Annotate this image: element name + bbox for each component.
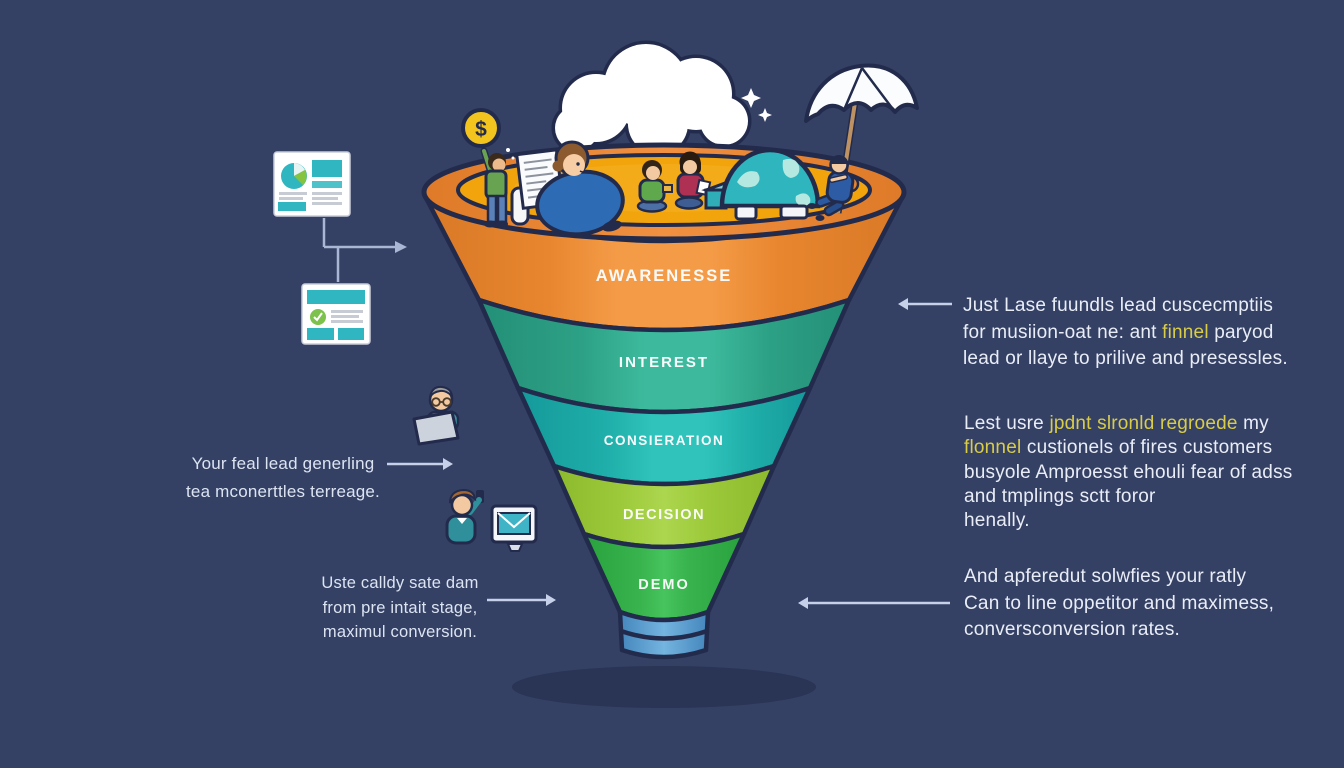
card-connector-arrow xyxy=(322,218,407,282)
annotation-line: Your feal lead generling xyxy=(191,454,375,473)
umbrella-person xyxy=(804,63,919,221)
annotation-line: Lest usre jpdnt slronld regroede my xyxy=(964,412,1292,436)
arrow-right-3 xyxy=(798,597,950,609)
laptop-person xyxy=(412,385,460,446)
highlighted-text-segment: jpdnt slronld regroede xyxy=(1049,413,1238,434)
cloud-icon xyxy=(551,40,752,158)
dollar-coin-person: $ xyxy=(461,108,515,228)
annotation-line: Uste calldy sate dam xyxy=(321,574,479,592)
right-annotation-1: Just Lase fuundls lead cuscecmptiis for … xyxy=(963,293,1288,373)
text-segment: henally. xyxy=(964,510,1030,532)
webpage-card-icon xyxy=(301,283,371,345)
kid-green xyxy=(636,160,673,213)
highlighted-text-segment: finnel xyxy=(1162,321,1209,343)
stage-label-awareness: AWARENESSE xyxy=(596,267,732,285)
funnel-shadow xyxy=(512,666,816,708)
dollar-coin-icon xyxy=(461,108,501,148)
left-annotation-2: Uste calldy sate dam from pre intait sta… xyxy=(306,571,494,645)
text-segment: Just Lase fuundls lead cuscecmptiis xyxy=(963,295,1274,316)
report-card-icon xyxy=(273,151,351,217)
umbrella-icon xyxy=(804,63,919,123)
woman-with-document xyxy=(515,140,625,237)
annotation-line: Just Lase fuundls lead cuscecmptiis xyxy=(963,293,1288,320)
text-segment: paryod xyxy=(1208,321,1274,343)
right-annotation-3: And apferedut solwfies your ratly Can to… xyxy=(964,564,1274,644)
stage-label-consideration: CONSIERATION xyxy=(604,433,725,448)
email-person xyxy=(445,488,484,545)
annotation-line: lead or llaye to prilive and presessles. xyxy=(963,346,1288,373)
annotation-line: henally. xyxy=(964,509,1292,533)
arrow-left-2 xyxy=(487,594,556,606)
annotation-line: for musiion-oat ne: ant finnel paryod xyxy=(963,320,1288,347)
text-segment: and tmplings sctt foror xyxy=(964,485,1156,507)
funnel-spout xyxy=(617,609,711,660)
dollar-sign: $ xyxy=(475,118,487,141)
annotation-arrows xyxy=(387,298,952,609)
sparkles-icon xyxy=(736,88,772,124)
stage-label-decision: DECISION xyxy=(623,507,705,523)
text-segment: And apferedut solwfies your ratly xyxy=(964,566,1247,587)
annotation-line: from pre intait stage, xyxy=(322,598,478,617)
right-annotation-2: Lest usre jpdnt slronld regroede my flon… xyxy=(964,412,1292,533)
annotation-line: busyole Amproesst ehouli fear of adss xyxy=(964,461,1292,485)
globe-dome-icon xyxy=(701,147,821,221)
text-segment: Can to line oppetitor and maximess, xyxy=(964,592,1275,614)
text-segment: for musiion-oat ne: ant xyxy=(963,321,1163,343)
funnel-spout-divider xyxy=(620,628,708,641)
text-segment: lead or llaye to prilive and presessles. xyxy=(963,348,1288,369)
annotation-line: flonnel custionels of fires customers xyxy=(964,436,1292,460)
annotation-line: and tmplings sctt foror xyxy=(964,485,1292,509)
text-segment: busyole Amproesst ehouli fear of adss xyxy=(964,461,1293,483)
arrow-left-1 xyxy=(387,458,453,470)
annotation-line: maximul conversion. xyxy=(322,623,478,641)
text-segment: conversconversion rates. xyxy=(964,619,1181,640)
annotation-line: And apferedut solwfies your ratly xyxy=(964,564,1274,591)
text-segment: my xyxy=(1237,413,1269,434)
kid-red xyxy=(674,151,712,210)
arrow-right-1 xyxy=(898,298,952,310)
stage-label-demo: DEMO xyxy=(638,577,690,593)
annotation-line: tea mconerttles terreage. xyxy=(186,482,380,501)
highlighted-text-segment: flonnel xyxy=(964,437,1022,459)
text-segment: Lest usre xyxy=(964,413,1050,434)
annotation-line: conversconversion rates. xyxy=(964,617,1274,644)
email-monitor-icon xyxy=(490,504,538,552)
text-segment: custionels of fires customers xyxy=(1021,437,1273,459)
annotation-line: Can to line oppetitor and maximess, xyxy=(964,591,1274,618)
left-annotation-1: Your feal lead generling tea mconerttles… xyxy=(178,450,388,506)
stage-label-interest: INTEREST xyxy=(619,354,709,371)
